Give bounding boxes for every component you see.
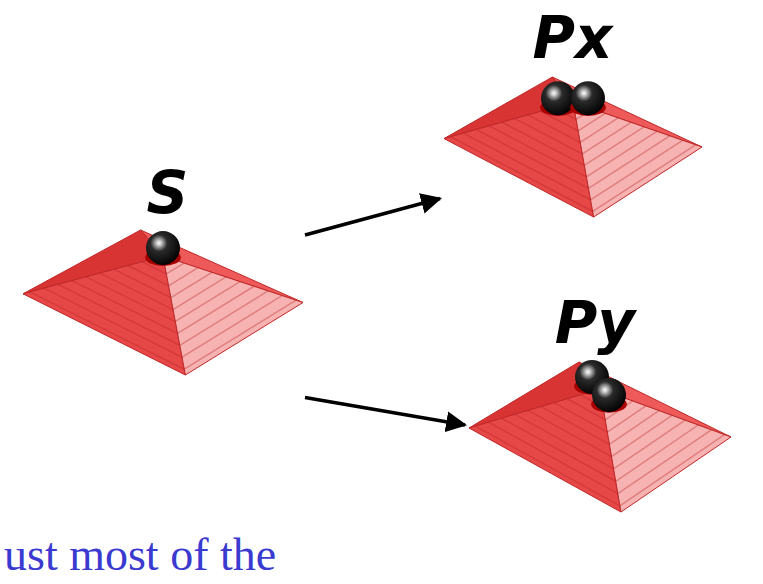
layer-line	[463, 133, 682, 200]
layer-line	[450, 137, 695, 211]
quantum-dot	[540, 81, 576, 116]
state-label: Py	[455, 290, 735, 356]
quantum-dot	[570, 81, 606, 116]
dot-sphere	[571, 81, 605, 115]
layer-line	[489, 422, 712, 493]
layer-line	[72, 281, 254, 334]
pyramid-illustration	[444, 77, 702, 217]
layer-line	[515, 414, 685, 469]
layer-line	[128, 266, 198, 286]
layer-line	[476, 426, 725, 506]
pyramid-node: S	[20, 160, 305, 410]
pyramid-node: Py	[465, 290, 735, 515]
transition-arrow	[305, 199, 440, 236]
transition-arrow	[305, 398, 465, 426]
dot-sphere	[541, 81, 575, 115]
caption-fragment: ust most of the	[4, 530, 276, 580]
state-label: S	[30, 160, 305, 226]
dot-sphere	[146, 231, 180, 265]
layer-line	[527, 115, 617, 142]
layer-line	[114, 269, 212, 297]
quantum-dot	[591, 378, 627, 413]
layer-line	[489, 126, 657, 177]
layer-line	[44, 288, 282, 357]
pyramid-node: Px	[440, 5, 705, 220]
layer-line	[30, 292, 296, 369]
pyramid-illustration	[23, 230, 303, 375]
state-label: Px	[440, 5, 705, 71]
pyramid-illustration	[469, 362, 731, 512]
quantum-dot	[145, 231, 181, 266]
dot-sphere	[592, 378, 626, 412]
